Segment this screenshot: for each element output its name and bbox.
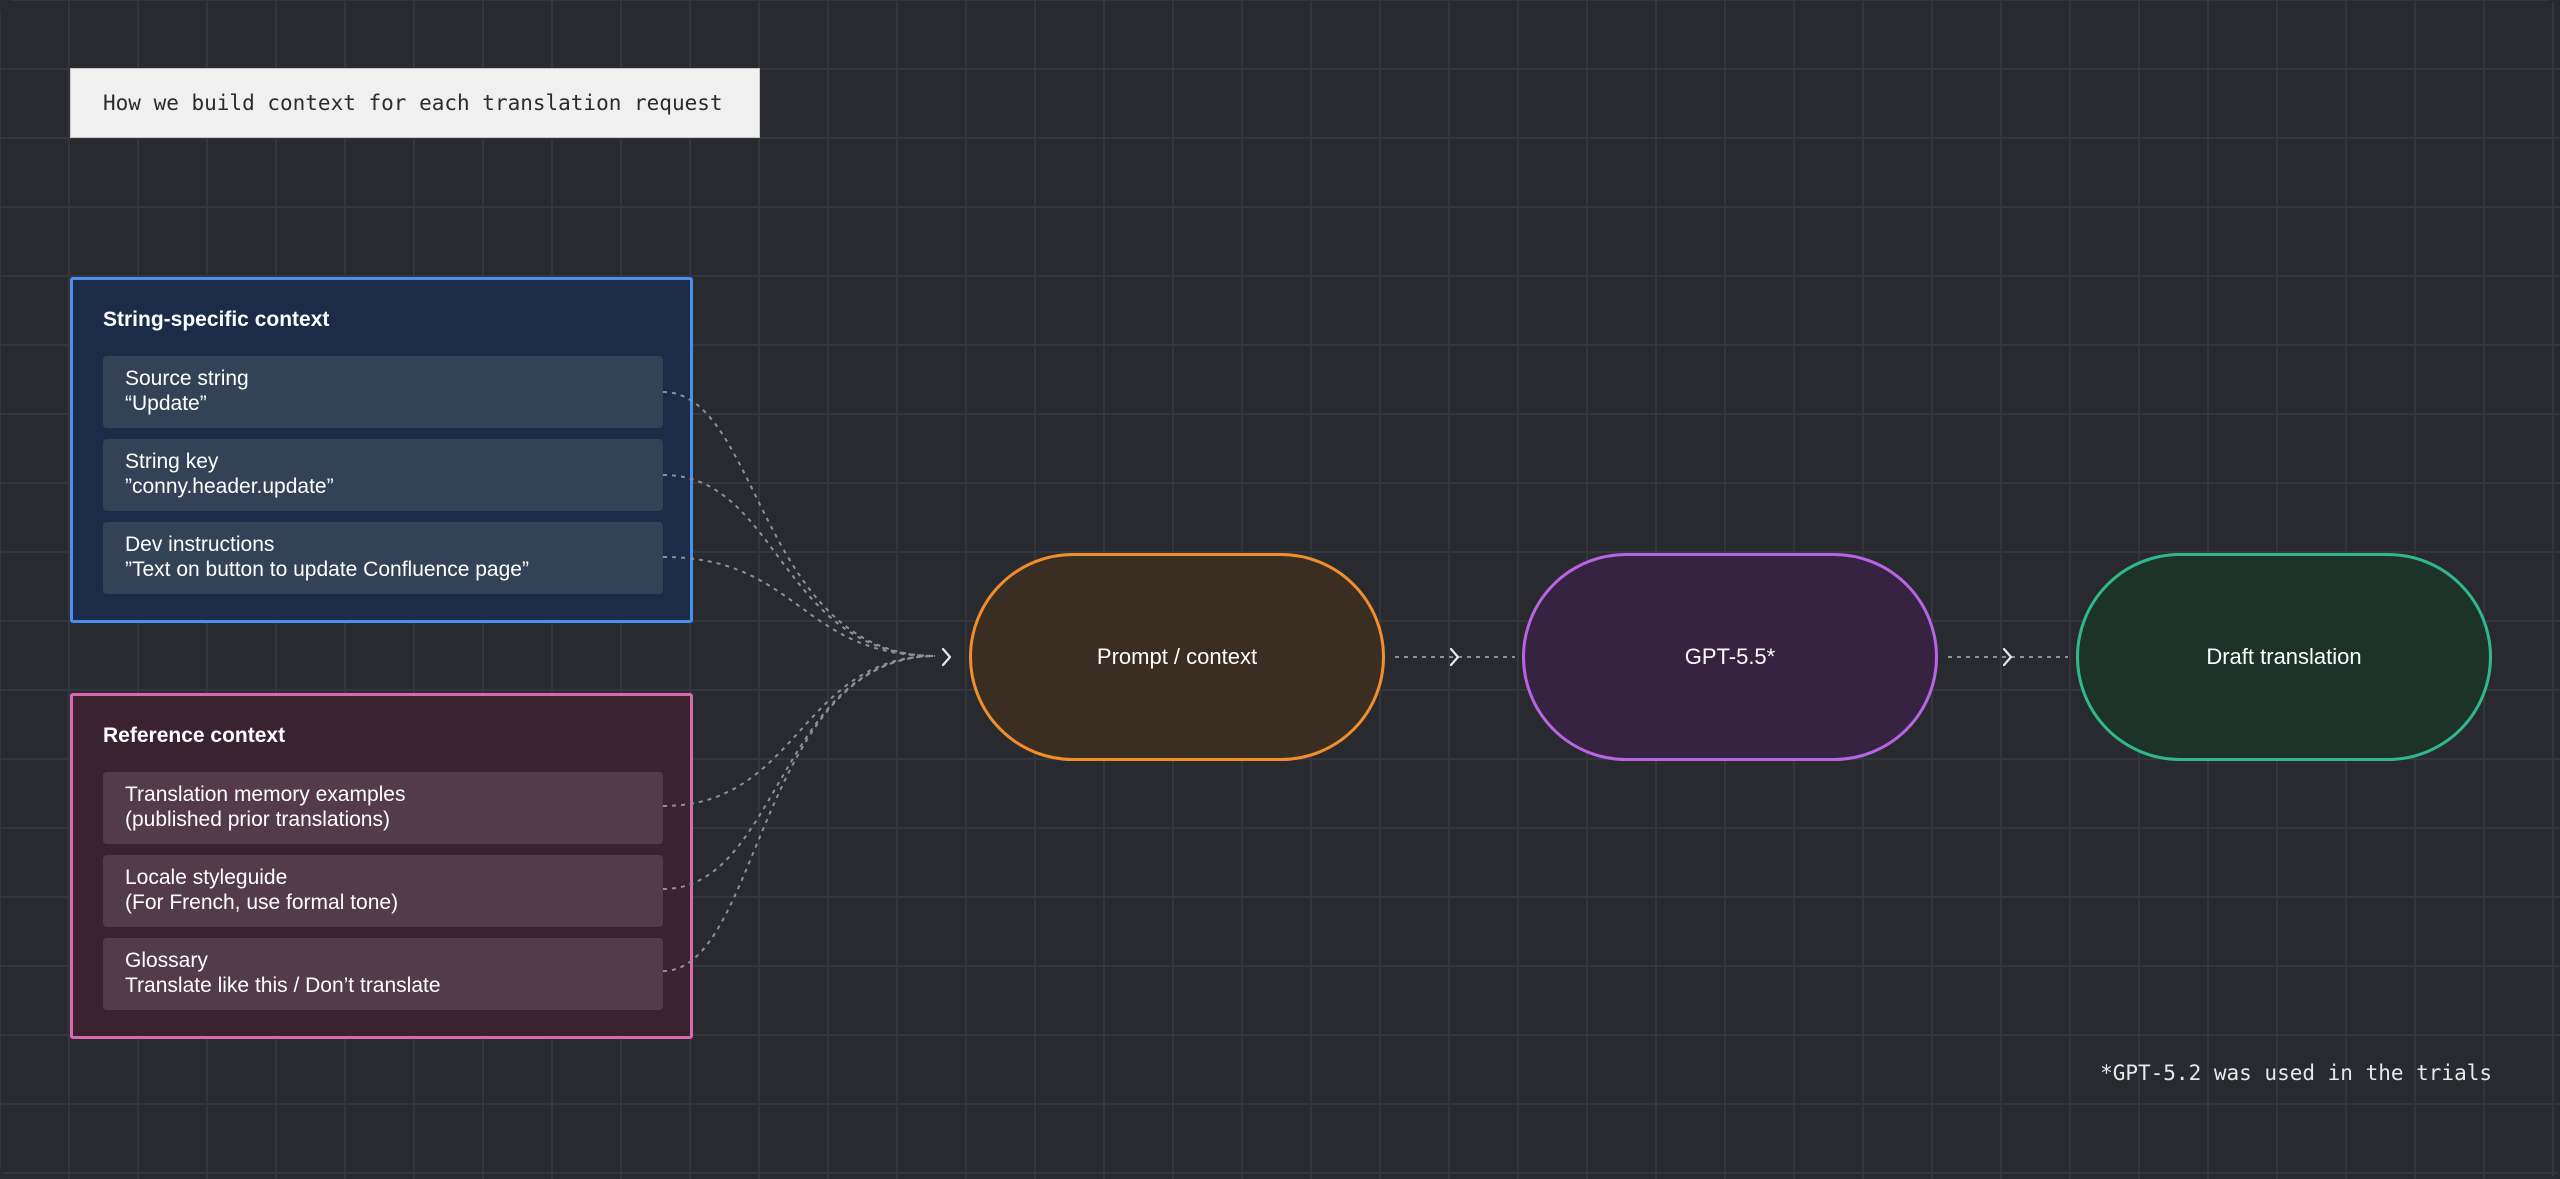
item-value: (For French, use formal tone)	[125, 891, 399, 914]
item-label: Dev instructions	[125, 533, 275, 556]
arrowhead-icon	[941, 647, 952, 667]
item-value: Translate like this / Don’t translate	[125, 974, 441, 997]
node-label: Prompt / context	[1096, 644, 1258, 669]
diagram-title: How we build context for each translatio…	[70, 68, 760, 138]
context-item-glossary: Glossary Translate like this / Don’t tra…	[103, 938, 663, 1010]
item-label: Translation memory examples	[125, 783, 406, 806]
connector-source-string	[662, 391, 936, 657]
string-specific-context-group: String-specific context Source string “U…	[70, 277, 693, 623]
group-title: Reference context	[103, 724, 286, 747]
context-item-source-string: Source string “Update”	[103, 356, 663, 428]
item-value: (published prior translations)	[125, 808, 390, 831]
item-label: Source string	[125, 367, 249, 390]
context-item-translation-memory: Translation memory examples (published p…	[103, 772, 663, 844]
item-label: Glossary	[125, 949, 208, 972]
connector-locale-styleguide	[662, 655, 936, 890]
prompt-context-node: Prompt / context	[969, 553, 1385, 761]
arrowhead-icon	[2002, 647, 2013, 667]
item-label: String key	[125, 450, 219, 473]
connector-glossary	[662, 655, 936, 972]
item-value: ”Text on button to update Confluence pag…	[125, 558, 529, 581]
node-label: Draft translation	[2206, 644, 2362, 669]
item-value: ”conny.header.update”	[125, 475, 334, 498]
connector-dev-instructions	[662, 556, 936, 657]
node-label: GPT-5.5*	[1684, 644, 1776, 669]
reference-context-group: Reference context Translation memory exa…	[70, 693, 693, 1039]
model-node: GPT-5.5*	[1522, 553, 1938, 761]
context-item-locale-styleguide: Locale styleguide (For French, use forma…	[103, 855, 663, 927]
item-value: “Update”	[125, 392, 207, 415]
arrowhead-icon	[1449, 647, 1460, 667]
footnote: *GPT-5.2 was used in the trials	[2100, 1061, 2492, 1085]
connector-string-key	[662, 474, 936, 657]
draft-translation-node: Draft translation	[2076, 553, 2492, 761]
group-title: String-specific context	[103, 308, 330, 331]
connector-translation-memory	[662, 655, 936, 807]
context-item-string-key: String key ”conny.header.update”	[103, 439, 663, 511]
item-label: Locale styleguide	[125, 866, 288, 889]
context-item-dev-instructions: Dev instructions ”Text on button to upda…	[103, 522, 663, 594]
